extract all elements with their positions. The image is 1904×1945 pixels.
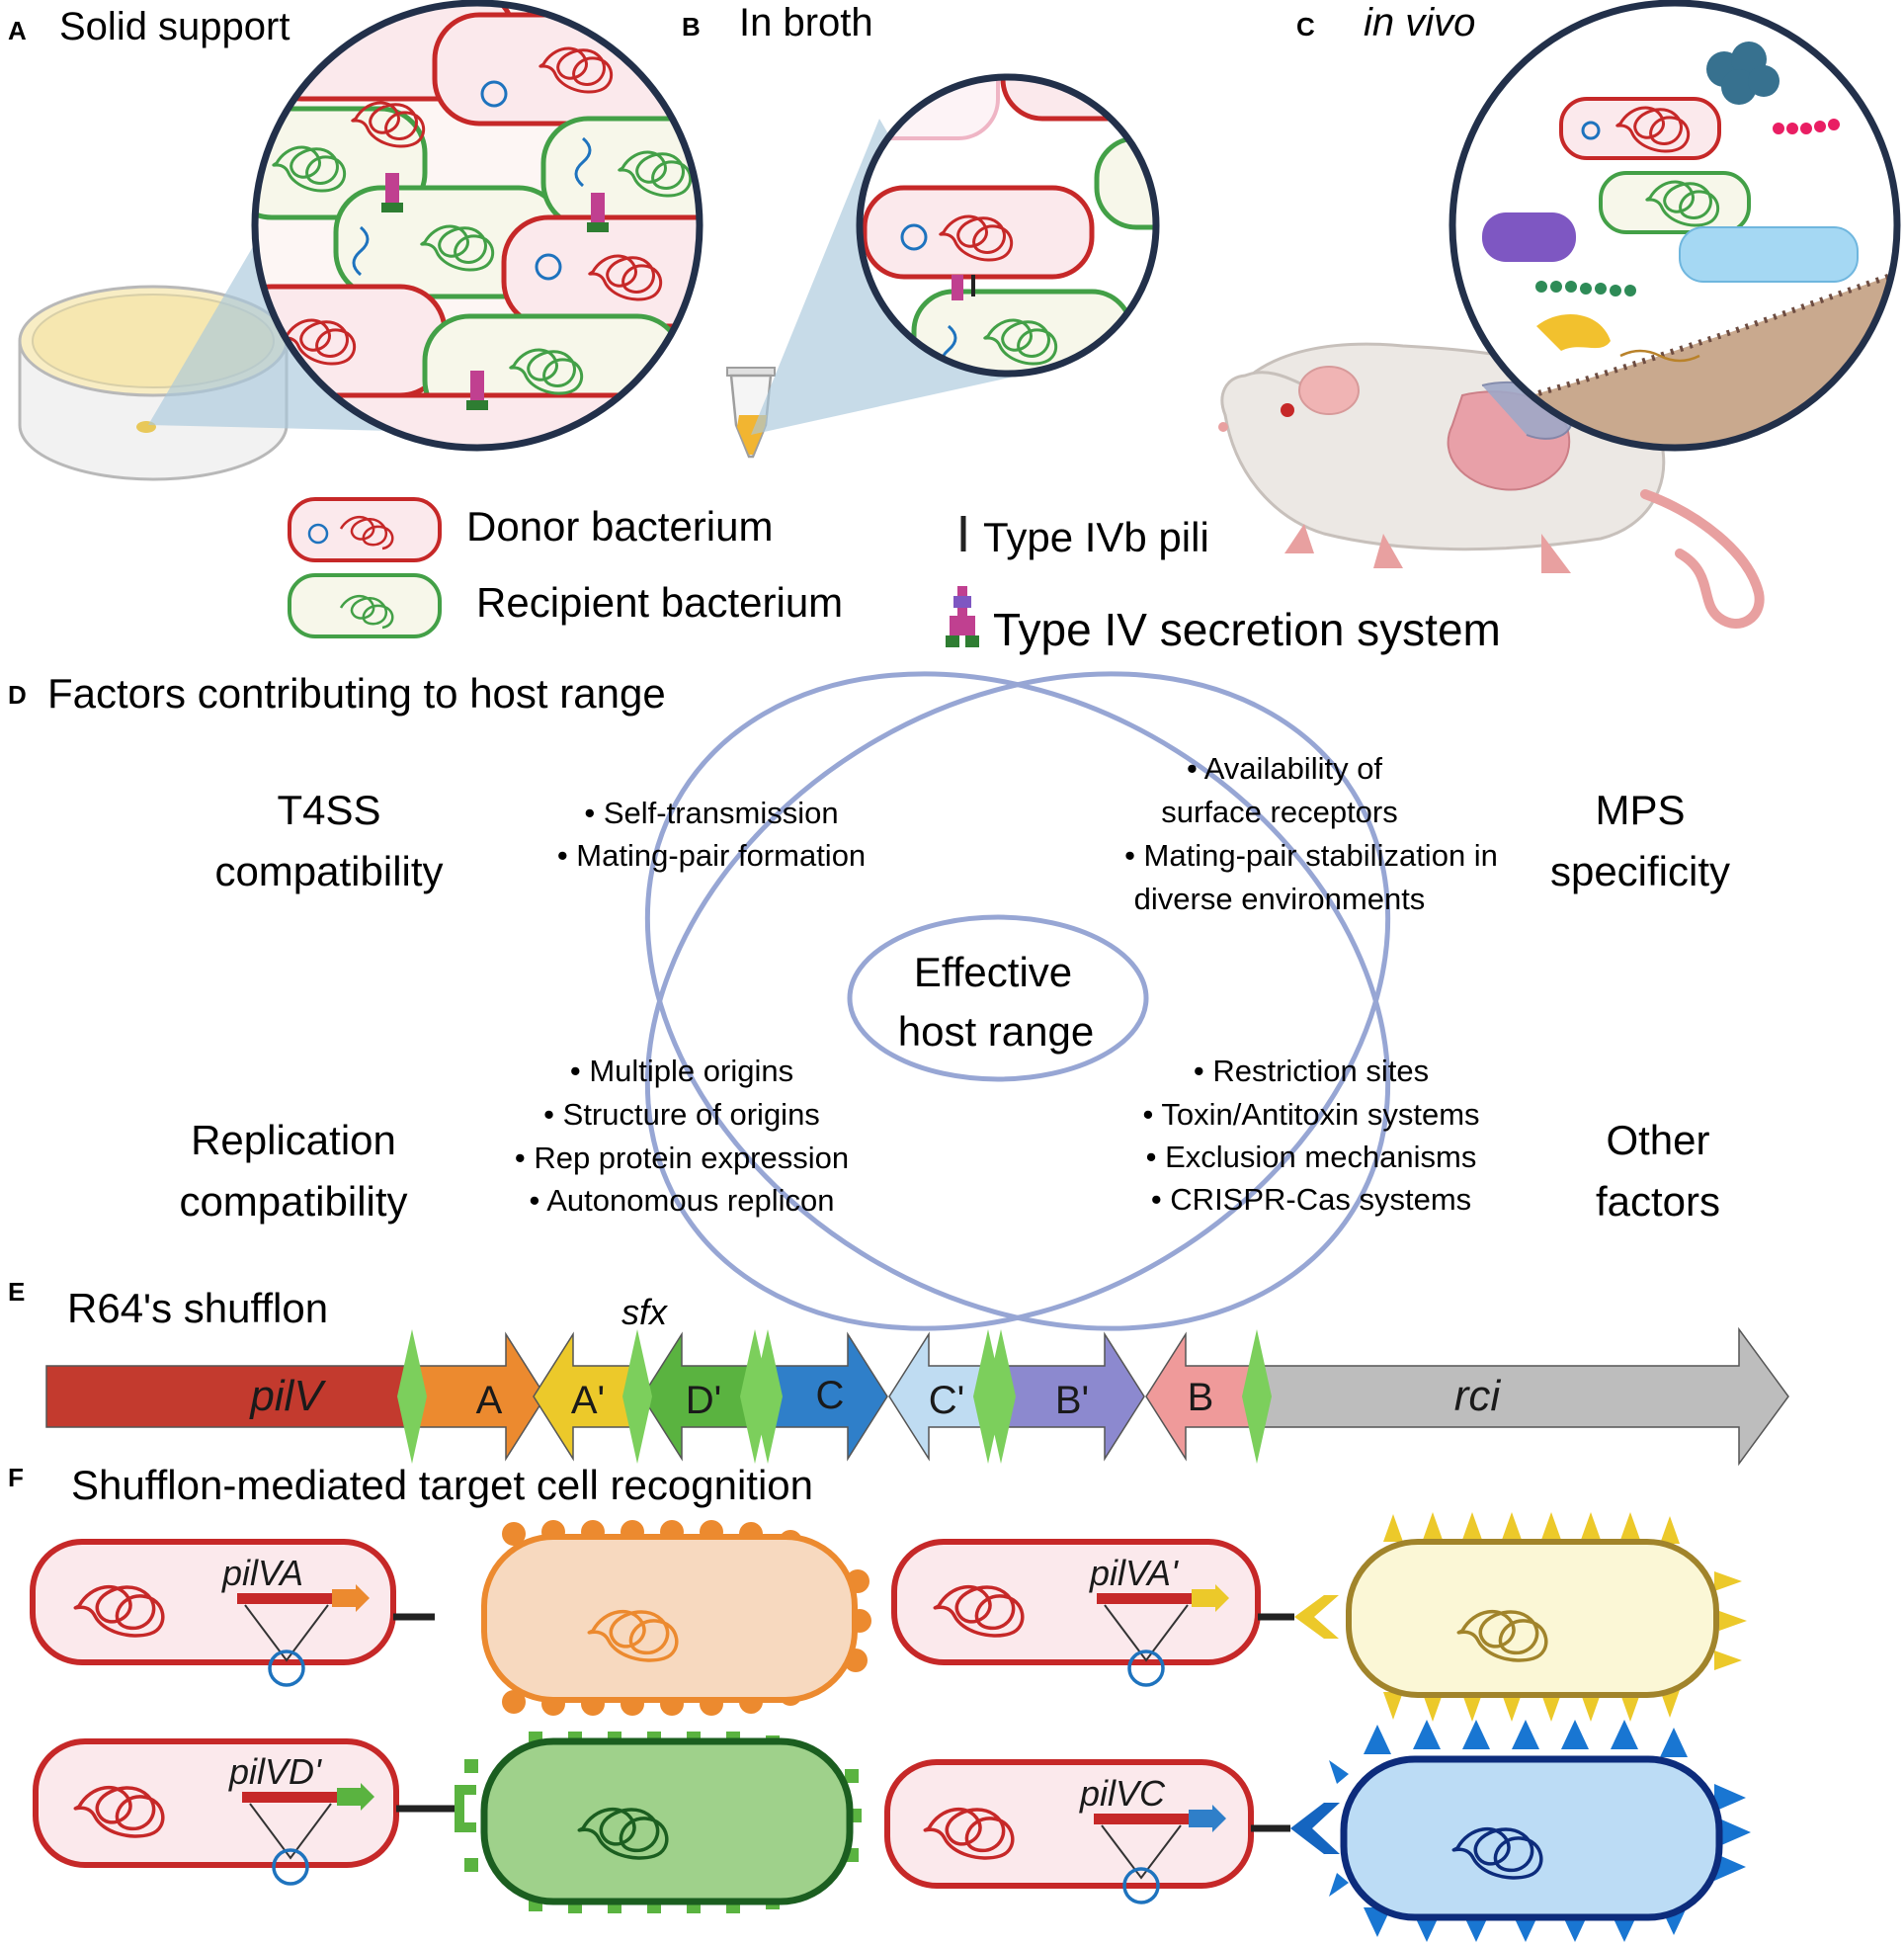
segment-label-C-prime: C' [929, 1379, 965, 1422]
legend-pili-label: Type IVb pili [983, 514, 1209, 560]
segment-C [765, 1331, 888, 1462]
panel-c: C in vivo [1218, 0, 1901, 629]
segment-label-D-prime: D' [686, 1379, 722, 1422]
mps-item: • Availability of [1187, 751, 1382, 786]
target-cell-blue [1290, 1720, 1751, 1942]
mps-item: • Mating-pair stabilization in [1124, 838, 1498, 873]
panel-c-letter: C [1296, 12, 1315, 42]
legend-recipient-cell [288, 573, 442, 638]
other-heading-2: factors [1596, 1178, 1720, 1225]
rep-item: • Structure of origins [543, 1097, 820, 1132]
legend-donor-cell [288, 497, 442, 562]
target-cell-orange [435, 1520, 871, 1716]
t4ss-item: • Self-transmission [584, 796, 838, 830]
zoom-circle-b [860, 77, 1156, 374]
sfx-label: sfx [621, 1292, 669, 1332]
label-pilVD-prime: pilVD' [228, 1751, 322, 1792]
segment-label-rci: rci [1454, 1372, 1502, 1420]
panel-a-letter: A [8, 16, 27, 45]
panel-f-letter: F [8, 1463, 24, 1492]
panel-b: B In broth [682, 1, 1160, 459]
donor-cell-pilVD-prime: pilVD' [33, 1738, 455, 1886]
other-item: • Restriction sites [1194, 1054, 1429, 1088]
t4ss-b [952, 275, 975, 300]
legend-donor-label: Donor bacterium [466, 503, 773, 550]
label-pilVA-prime: pilVA' [1089, 1553, 1179, 1593]
t4ss-heading-1: T4SS [277, 787, 380, 833]
sfx-sites [397, 1329, 1272, 1464]
segment-pilV [45, 1365, 413, 1428]
donor-cell-pilVC: pilVC [884, 1759, 1290, 1904]
rep-heading-2: compatibility [179, 1178, 407, 1225]
panel-d-letter: D [8, 680, 27, 710]
t4ss-item: • Mating-pair formation [557, 838, 866, 873]
mps-item: diverse environments [1134, 882, 1426, 916]
segment-rci [1256, 1326, 1789, 1467]
segment-label-A: A [476, 1379, 503, 1422]
rep-item: • Autonomous replicon [530, 1183, 835, 1218]
target-cell-yellow [1294, 1512, 1747, 1722]
panel-e-letter: E [8, 1277, 25, 1307]
panel-e-title: R64's shufflon [67, 1285, 328, 1331]
panel-e: E R64's shufflon sfx pilV A A' D' C C' B… [8, 1277, 1789, 1467]
t4ss-heading-2: compatibility [214, 848, 443, 894]
broth-tube [726, 367, 776, 459]
segment-label-A-prime: A' [571, 1379, 605, 1422]
center-label-2: host range [898, 1008, 1094, 1055]
legend: Donor bacterium Recipient bacterium Type… [288, 497, 1501, 655]
other-item: • Toxin/Antitoxin systems [1142, 1097, 1479, 1132]
legend-t4ss-label: Type IV secretion system [993, 604, 1501, 655]
panel-d: D Factors contributing to host range T4S… [8, 670, 1730, 1331]
panel-a-title: Solid support [59, 5, 290, 48]
rep-item: • Rep protein expression [515, 1141, 849, 1175]
mps-heading-1: MPS [1595, 787, 1685, 833]
segment-B-prime [997, 1331, 1145, 1462]
donor-cell-pilVA-prime: pilVA' [891, 1539, 1294, 1687]
t4ss-icon [946, 586, 979, 647]
panel-f-title: Shufflon-mediated target cell recognitio… [71, 1462, 813, 1508]
panel-d-title: Factors contributing to host range [47, 670, 666, 717]
panel-f: F Shufflon-mediated target cell recognit… [8, 1462, 1751, 1942]
label-pilVC: pilVC [1079, 1773, 1166, 1814]
panel-b-title: In broth [739, 1, 873, 44]
panel-c-title: in vivo [1364, 1, 1475, 44]
rep-item: • Multiple origins [570, 1054, 793, 1088]
zoom-circle-a [255, 3, 700, 448]
ellipse-t4ss [644, 671, 1391, 1331]
segment-label-C: C [816, 1374, 845, 1417]
segment-A [411, 1331, 546, 1462]
other-item: • CRISPR-Cas systems [1151, 1182, 1471, 1217]
t4ss-a2 [587, 193, 609, 232]
donor-cell-pilVA: pilVA [30, 1539, 435, 1687]
panel-a: A Solid support [8, 0, 704, 481]
mps-heading-2: specificity [1550, 848, 1730, 894]
legend-recipient-label: Recipient bacterium [476, 579, 843, 626]
target-cell-green [455, 1732, 862, 1913]
ellipse-center [847, 914, 1149, 1082]
center-label-1: Effective [914, 949, 1072, 995]
venn-ellipses [644, 671, 1391, 1331]
ellipse-mps [644, 671, 1391, 1331]
t4ss-a1 [381, 173, 403, 212]
t4ss-a3 [466, 371, 488, 410]
segment-label-B-prime: B' [1055, 1379, 1089, 1422]
mps-item: surface receptors [1161, 795, 1398, 829]
other-heading-1: Other [1606, 1117, 1709, 1163]
segment-label-pilV: pilV [248, 1372, 326, 1420]
other-item: • Exclusion mechanisms [1146, 1140, 1477, 1174]
panel-b-letter: B [682, 12, 701, 42]
label-pilVA: pilVA [221, 1553, 303, 1593]
rep-heading-1: Replication [191, 1117, 396, 1163]
segment-label-B: B [1188, 1376, 1214, 1419]
